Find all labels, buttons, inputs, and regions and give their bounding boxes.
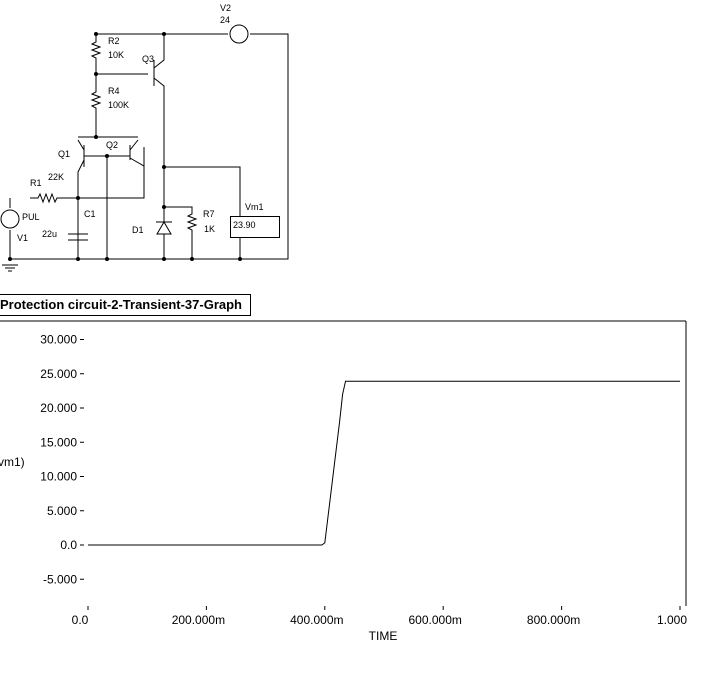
q2-name: Q2 bbox=[106, 140, 118, 150]
r7-symbol bbox=[164, 206, 198, 259]
x-tick-label: 1.000 bbox=[657, 613, 687, 627]
d1-name: D1 bbox=[132, 225, 144, 235]
q1-q2-symbol bbox=[77, 136, 145, 259]
x-tick-label: 400.000m bbox=[290, 613, 343, 627]
d1-symbol bbox=[156, 167, 172, 259]
q1-name: Q1 bbox=[58, 149, 70, 159]
r4-name: R4 bbox=[108, 86, 120, 96]
r4-value: 100K bbox=[108, 100, 129, 110]
c1-symbol bbox=[68, 198, 88, 259]
x-tick-label: 800.000m bbox=[527, 613, 580, 627]
r7-name: R7 bbox=[203, 209, 215, 219]
y-tick-label: -5.000 bbox=[43, 572, 77, 586]
vm1-name: Vm1 bbox=[245, 202, 264, 212]
x-tick-label: 200.000m bbox=[172, 613, 225, 627]
r1-name: R1 bbox=[30, 178, 42, 188]
chart-canvas: vm1) TIME 30.000 25.000 20.000 15.000 10.000… bbox=[0, 320, 687, 643]
ground-icon bbox=[2, 264, 18, 272]
schematic-canvas: V2 24 R2 10K Q3 R4 100K Q1 Q2 22K R1 C1 … bbox=[0, 3, 289, 272]
y-tick-label: 5.000 bbox=[47, 504, 77, 518]
r7-value: 1K bbox=[204, 224, 215, 234]
y-tick-label: 30.000 bbox=[40, 333, 77, 347]
vm1-meter-display[interactable]: 23.90 bbox=[230, 216, 280, 238]
vm1-reading: 23.90 bbox=[233, 220, 256, 230]
v1-value: PUL bbox=[22, 212, 40, 222]
graph-title: Protection circuit-2-Transient-37-Graph bbox=[0, 297, 242, 312]
r2-value: 10K bbox=[108, 50, 124, 60]
y-tick-label: 15.000 bbox=[40, 435, 77, 449]
r2-symbol bbox=[90, 34, 102, 74]
r1-symbol bbox=[30, 192, 78, 204]
y-axis-label: vm1) bbox=[0, 455, 25, 469]
y-tick-label: 20.000 bbox=[40, 401, 77, 415]
v2-source-icon bbox=[229, 24, 249, 44]
series-line-vm1 bbox=[88, 380, 680, 546]
r2-name: R2 bbox=[108, 36, 120, 46]
v2-value: 24 bbox=[220, 15, 230, 25]
x-axis-label: TIME bbox=[369, 629, 398, 643]
circuit-schematic: V2 24 R2 10K Q3 R4 100K Q1 Q2 22K R1 C1 … bbox=[0, 0, 704, 295]
vm1-wires bbox=[164, 166, 241, 259]
c1-name: C1 bbox=[84, 209, 96, 219]
x-tick-label: 600.000m bbox=[409, 613, 462, 627]
v1-name: V1 bbox=[17, 233, 28, 243]
c1-value: 22u bbox=[42, 229, 57, 239]
x-tick-label: 0.0 bbox=[72, 613, 89, 627]
y-tick-label: 25.000 bbox=[40, 367, 77, 381]
v1-source-icon bbox=[0, 209, 20, 229]
transient-graph: vm1) TIME 30.000 25.000 20.000 15.000 10.000… bbox=[0, 318, 704, 689]
graph-title-tab[interactable]: Protection circuit-2-Transient-37-Graph bbox=[0, 294, 251, 316]
q3-name: Q3 bbox=[142, 54, 154, 64]
y-tick-label: 0.0 bbox=[60, 538, 77, 552]
v2-name: V2 bbox=[220, 3, 231, 13]
y-tick-label: 10.000 bbox=[40, 470, 77, 484]
q3-symbol bbox=[96, 34, 165, 167]
r4-symbol bbox=[90, 74, 102, 137]
r1-value: 22K bbox=[48, 172, 64, 182]
